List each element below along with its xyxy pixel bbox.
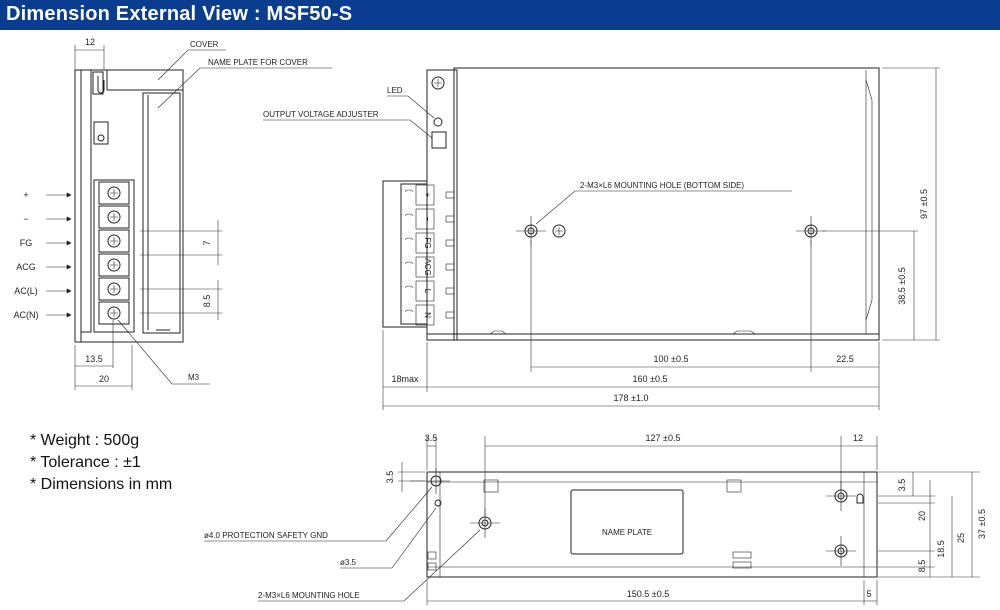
dim-label: 178 ±1.0: [614, 393, 649, 403]
dim-label: 97 ±0.5: [919, 189, 929, 219]
terminal-label: +: [23, 190, 28, 200]
terminal-label: ACG: [16, 262, 36, 272]
callout-mounting-hole: 2-M3×L6 MOUNTING HOLE (BOTTOM SIDE): [580, 181, 744, 190]
dim-label: 3.5: [425, 433, 438, 443]
dim-label: 8.5: [917, 560, 927, 573]
terminal-label: FG: [20, 238, 33, 248]
callout-adjuster: OUTPUT VOLTAGE ADJUSTER: [263, 110, 379, 119]
block-label: N: [423, 312, 432, 318]
callout-safety-gnd: ø4.0 PROTECTION SAFETY GND: [204, 531, 328, 540]
terminal-block: [404, 184, 455, 326]
dim-label: 12: [85, 37, 95, 47]
dim-label: 37 ±0.5: [977, 509, 987, 539]
dim-label: 8.5: [202, 295, 212, 308]
callout-mounting-hole: 2-M3×L6 MOUNTING HOLE: [258, 591, 360, 600]
dim-label: 18max: [391, 374, 419, 384]
dim-label: 20: [99, 374, 109, 384]
block-label: L: [423, 289, 432, 294]
name-plate-label: NAME PLATE: [602, 528, 652, 537]
dim-label: 38.5 ±0.5: [897, 267, 907, 304]
block-label: FG: [423, 237, 432, 248]
callout-hole: ø3.5: [340, 558, 357, 567]
terminal-label: −: [23, 214, 28, 224]
page-title: Dimension External View : MSF50-S: [6, 3, 353, 25]
dim-label: 20: [917, 511, 927, 521]
terminal-label: AC(L): [14, 286, 38, 296]
block-label: ACG: [423, 258, 432, 275]
dim-label: 18.5: [936, 540, 946, 558]
dim-label: 150.5 ±0.5: [627, 589, 669, 599]
title-bar: Dimension External View : MSF50-S: [0, 0, 1000, 30]
side-view: + − FG ACG AC(L) AC(N) 12 7 8.5 13.5 20 …: [14, 37, 332, 390]
tolerance-note: * Tolerance : ±1: [30, 454, 141, 471]
dim-label: 3.5: [897, 479, 907, 492]
spec-notes: * Weight : 500g * Tolerance : ±1 * Dimen…: [30, 430, 172, 496]
weight-note: * Weight : 500g: [30, 432, 140, 449]
dim-label: 22.5: [836, 354, 854, 364]
dim-label: 5: [866, 589, 871, 599]
callout-led: LED: [387, 86, 403, 95]
terminal-label: AC(N): [14, 310, 39, 320]
dim-label: 160 ±0.5: [633, 374, 668, 384]
dim-label: 3.5: [385, 471, 395, 484]
front-view: + − FG ACG L N LED OUTPUT VOLTAGE ADJUST…: [263, 67, 940, 410]
dim-label: 7: [202, 240, 212, 245]
block-label: −: [423, 217, 432, 222]
callout-screw: M3: [188, 373, 200, 382]
bottom-view: NAME PLATE ø4.0 PROTECTION SAFETY GND ø3…: [204, 433, 987, 605]
mounting-holes: [516, 216, 826, 246]
dim-label: 12: [853, 433, 863, 443]
callout-name-plate-cover: NAME PLATE FOR COVER: [208, 58, 308, 67]
units-note: * Dimensions in mm: [30, 476, 173, 493]
terminal-screws: [98, 181, 130, 325]
dim-label: 100 ±0.5: [654, 354, 689, 364]
block-label: +: [423, 193, 432, 198]
callout-cover: COVER: [190, 40, 219, 49]
dim-label: 13.5: [85, 354, 103, 364]
dim-label: 25: [956, 533, 966, 543]
dim-label: 127 ±0.5: [646, 433, 681, 443]
